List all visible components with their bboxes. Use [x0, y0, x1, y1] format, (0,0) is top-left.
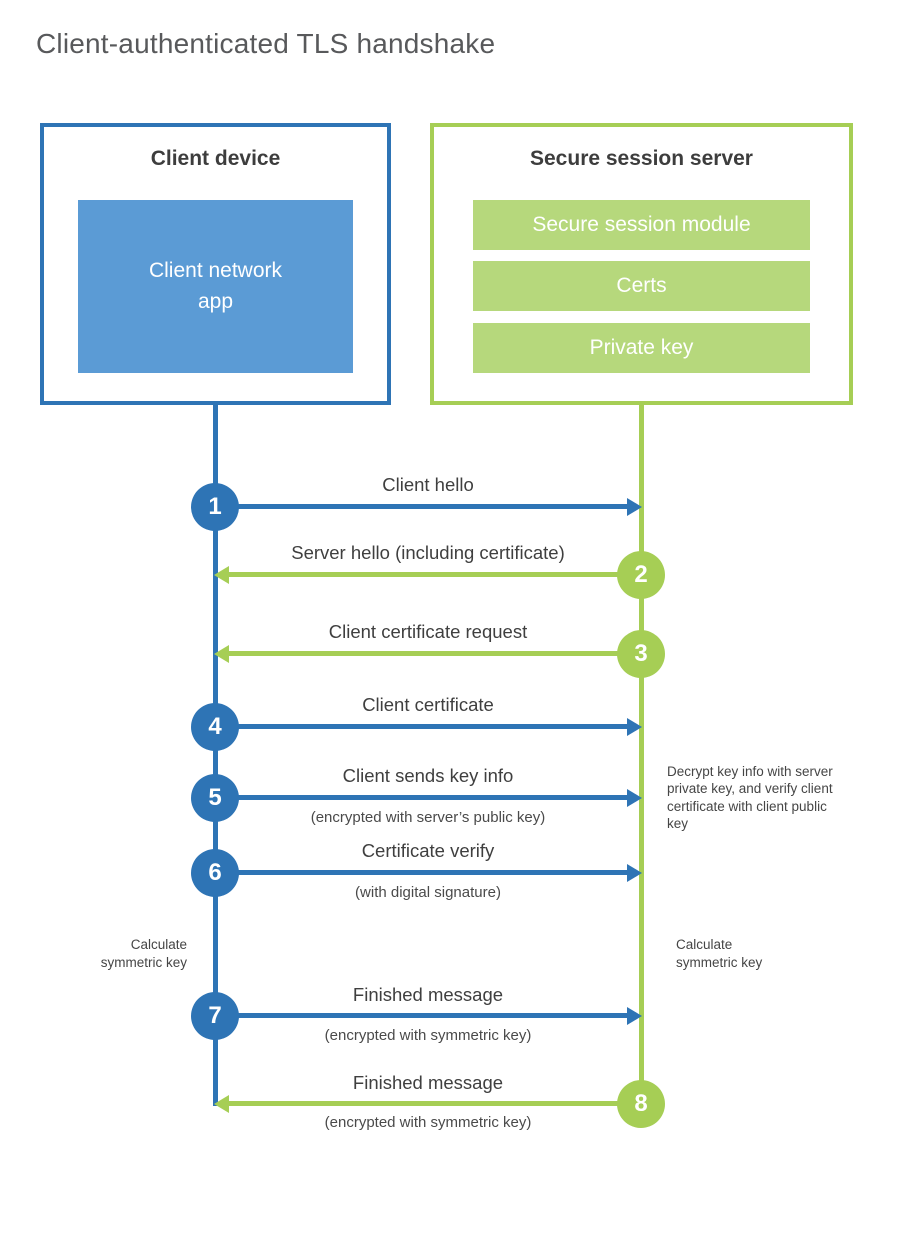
- message-arrow-line-7: [215, 1013, 628, 1018]
- message-sublabel-7: (encrypted with symmetric key): [324, 1027, 532, 1044]
- server-module-bar-private-key: Private key: [473, 323, 810, 373]
- client-network-app-label: Client network app: [148, 259, 283, 313]
- client-device-box: Client device Client network app: [40, 123, 391, 405]
- arrow-left-icon: [214, 566, 229, 584]
- page-title: Client-authenticated TLS handshake: [36, 28, 496, 59]
- arrow-right-icon: [627, 864, 642, 882]
- message-label-1: Client hello: [382, 474, 474, 495]
- message-arrow-line-6: [215, 870, 628, 875]
- step-3-badge: 3: [617, 630, 665, 678]
- server-module-bar-secure-session-module: Secure session module: [473, 200, 810, 250]
- step-5-badge: 5: [191, 774, 239, 822]
- secure-session-server-box: Secure session server Secure session mod…: [430, 123, 853, 405]
- message-arrow-line-8: [229, 1101, 642, 1106]
- message-sublabel-5: (encrypted with server’s public key): [310, 809, 546, 826]
- arrow-right-icon: [627, 1007, 642, 1025]
- server-lifeline: [639, 405, 644, 1108]
- arrow-right-icon: [627, 718, 642, 736]
- arrow-right-icon: [627, 498, 642, 516]
- arrow-right-icon: [627, 789, 642, 807]
- message-arrow-line-1: [215, 504, 628, 509]
- server-module-bar-certs: Certs: [473, 261, 810, 311]
- client-network-app-box: Client network app: [78, 200, 353, 373]
- message-sublabel-6: (with digital signature): [355, 884, 501, 901]
- message-label-3: Client certificate request: [328, 621, 528, 642]
- message-label-5: Client sends key info: [342, 765, 514, 786]
- message-label-8: Finished message: [352, 1072, 504, 1093]
- message-sublabel-8: (encrypted with symmetric key): [324, 1114, 532, 1131]
- client-device-title: Client device: [150, 147, 281, 170]
- step-4-badge: 4: [191, 703, 239, 751]
- message-label-2: Server hello (including certificate): [291, 542, 565, 563]
- secure-session-server-title: Secure session server: [530, 147, 753, 170]
- message-arrow-line-4: [215, 724, 628, 729]
- step-7-badge: 7: [191, 992, 239, 1040]
- message-label-7: Finished message: [352, 984, 504, 1005]
- step-2-badge: 2: [617, 551, 665, 599]
- calculate-symmetric-key-note-server: Calculate symmetric key: [676, 937, 763, 970]
- message-arrow-line-2: [229, 572, 642, 577]
- step-6-badge: 6: [191, 849, 239, 897]
- client-lifeline: [213, 405, 218, 1106]
- decrypt-key-note: Decrypt key info with server private key…: [667, 764, 833, 831]
- arrow-left-icon: [214, 1095, 229, 1113]
- message-label-6: Certificate verify: [361, 840, 495, 861]
- step-1-badge: 1: [191, 483, 239, 531]
- message-arrow-line-5: [215, 795, 628, 800]
- step-8-badge: 8: [617, 1080, 665, 1128]
- message-arrow-line-3: [229, 651, 642, 656]
- arrow-left-icon: [214, 645, 229, 663]
- message-label-4: Client certificate: [362, 694, 494, 715]
- calculate-symmetric-key-note-client: Calculate symmetric key: [100, 937, 187, 970]
